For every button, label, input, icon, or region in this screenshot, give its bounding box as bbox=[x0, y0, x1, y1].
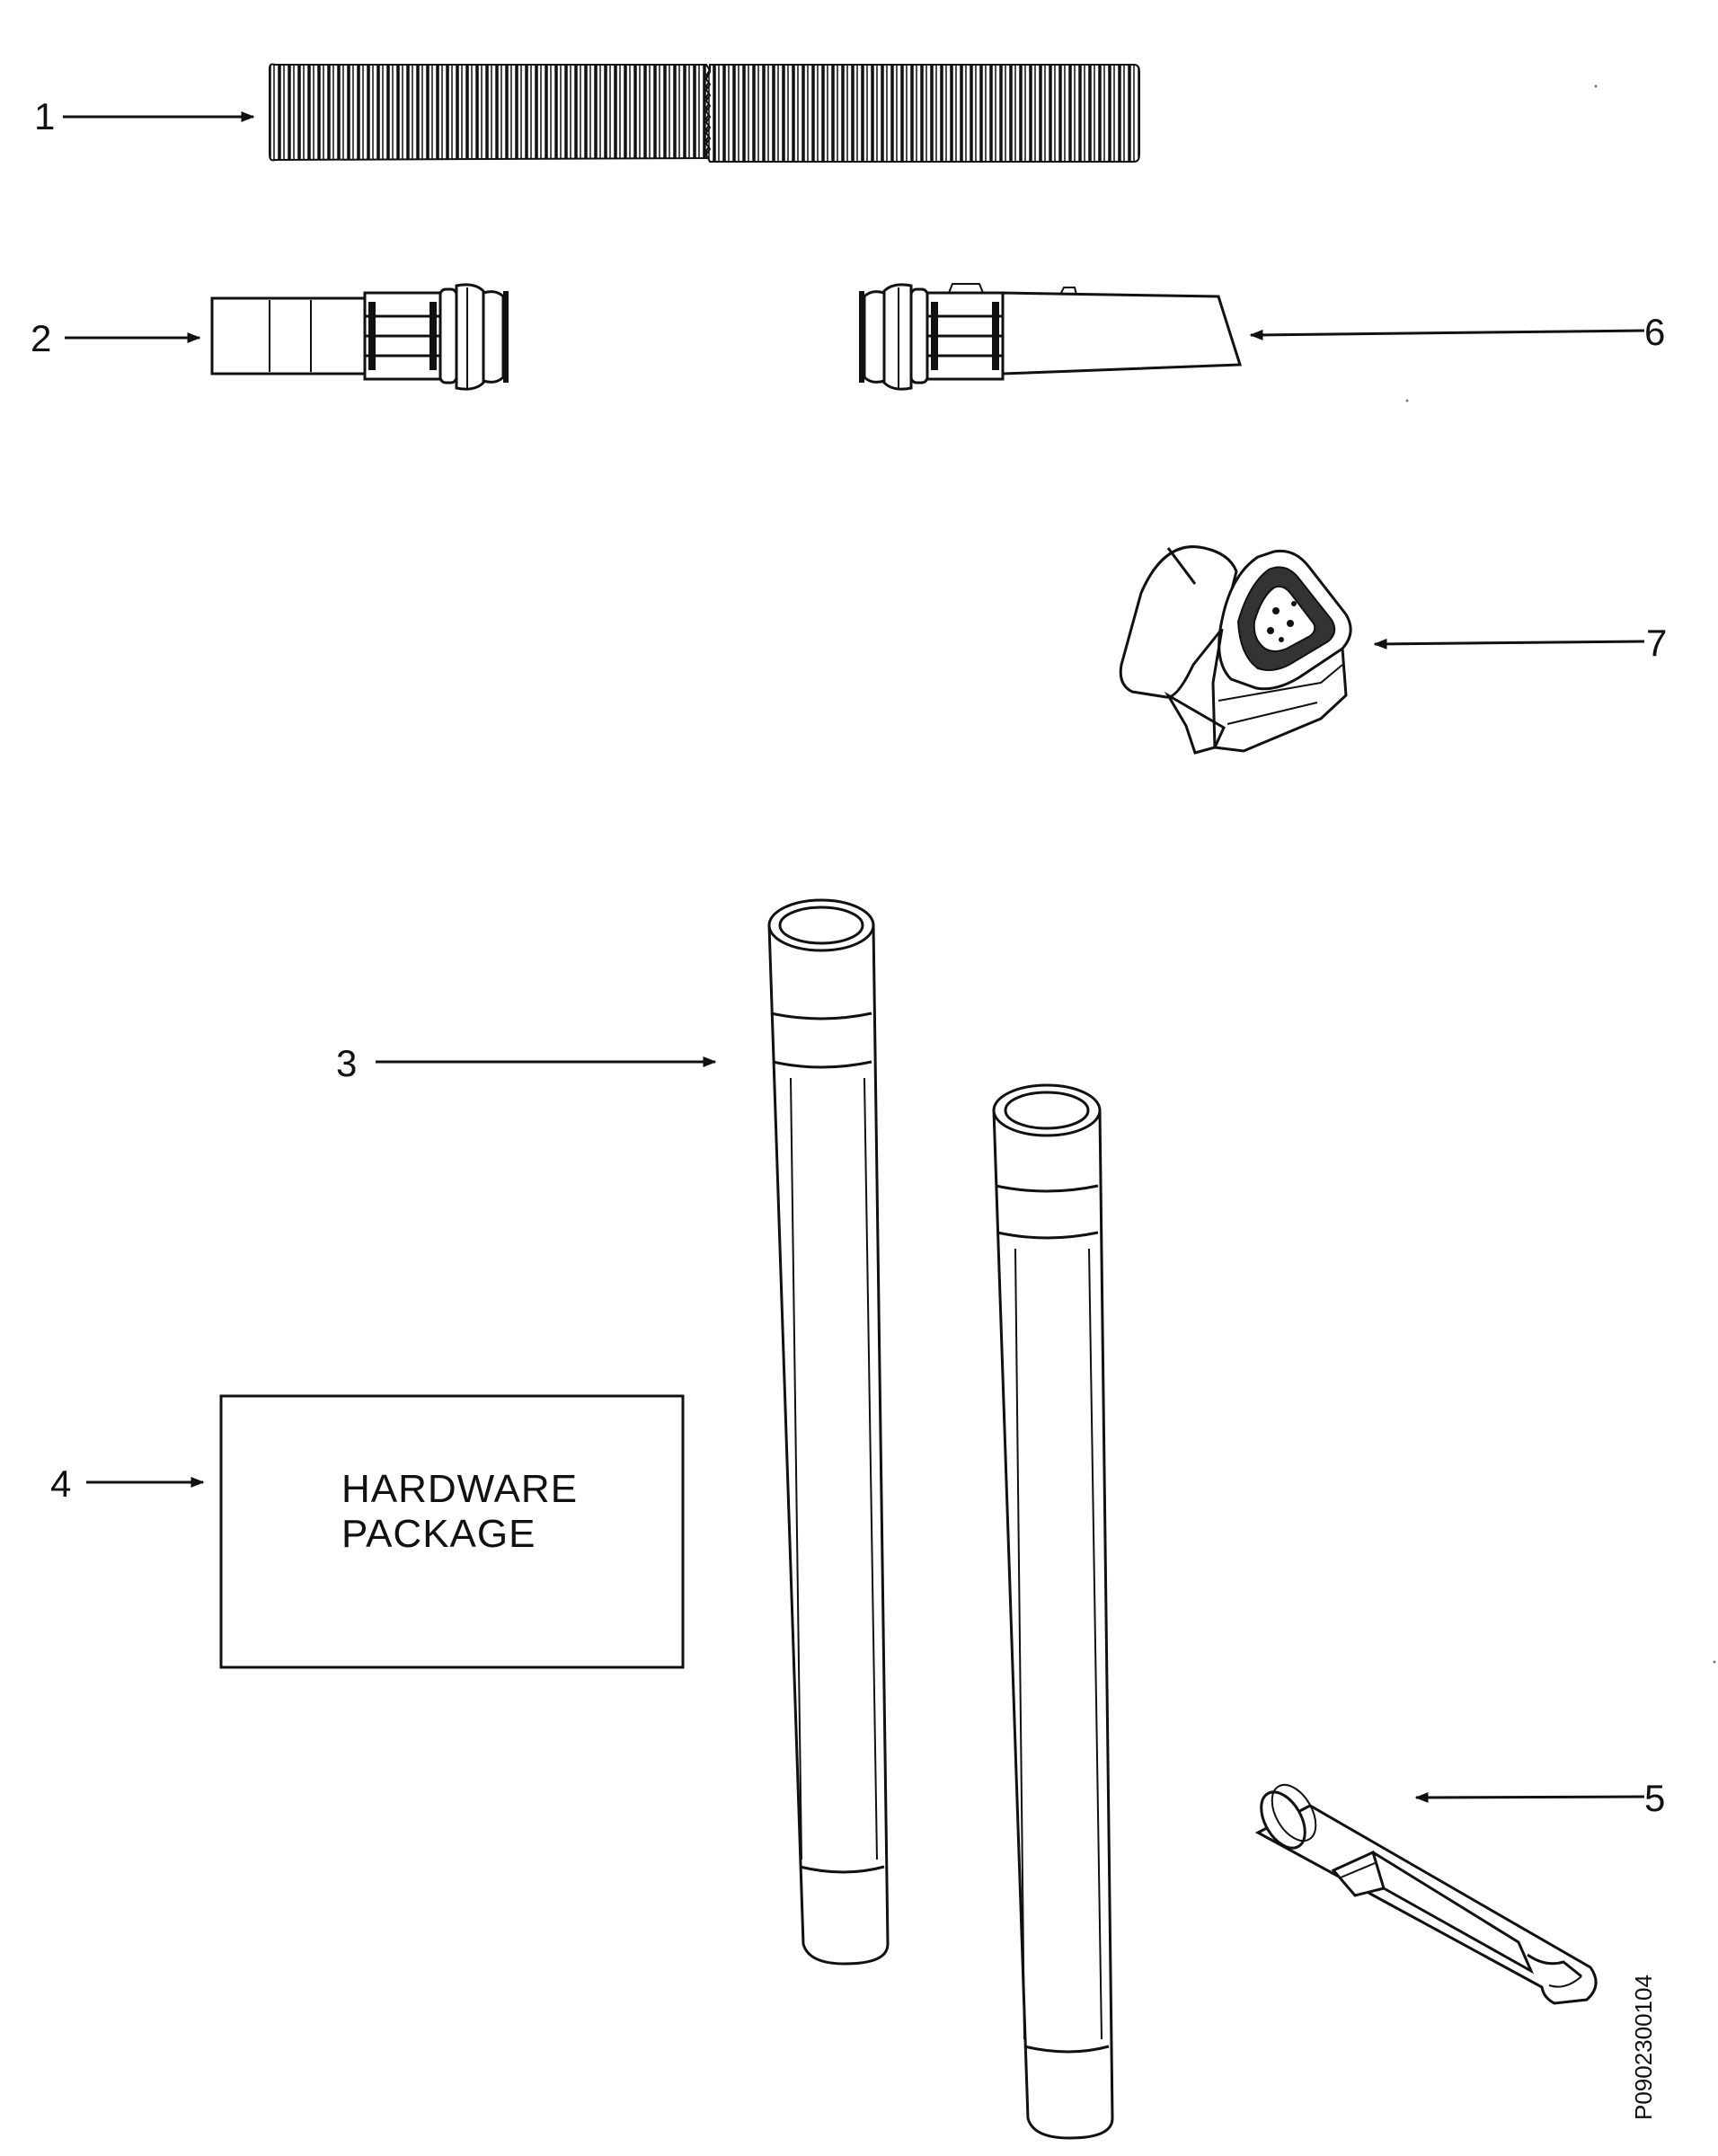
part-1-hose bbox=[269, 63, 1140, 163]
hardware-package-line1: HARDWARE bbox=[341, 1467, 578, 1511]
part-7-dusting-brush bbox=[1119, 545, 1352, 755]
callout-3: 3 bbox=[336, 1042, 357, 1084]
part-5-crevice-tool bbox=[1254, 1783, 1598, 2005]
leader-line-7 bbox=[1373, 638, 1645, 649]
callout-1: 1 bbox=[34, 95, 55, 137]
leader-line-6 bbox=[1249, 329, 1645, 340]
callout-6: 6 bbox=[1644, 311, 1665, 353]
part-4-hardware-package: HARDWARE PACKAGE bbox=[219, 1394, 685, 1669]
hardware-package-line2: PACKAGE bbox=[341, 1512, 536, 1556]
part-2-hose-cuff bbox=[210, 283, 509, 391]
document-id: P0902300104 bbox=[1630, 1975, 1657, 2120]
callout-7: 7 bbox=[1646, 622, 1667, 664]
scan-speck bbox=[1594, 84, 1598, 88]
part-6-hose-handle bbox=[859, 283, 1243, 391]
leader-line-5 bbox=[1414, 1791, 1645, 1803]
part-3-wand-right bbox=[992, 1083, 1114, 2140]
part-3-wand-left bbox=[767, 898, 890, 1966]
callout-4: 4 bbox=[50, 1462, 71, 1505]
callout-2: 2 bbox=[31, 317, 51, 359]
scan-speck bbox=[1405, 399, 1409, 402]
scan-speck bbox=[1713, 1660, 1716, 1664]
callout-5: 5 bbox=[1644, 1777, 1665, 1819]
